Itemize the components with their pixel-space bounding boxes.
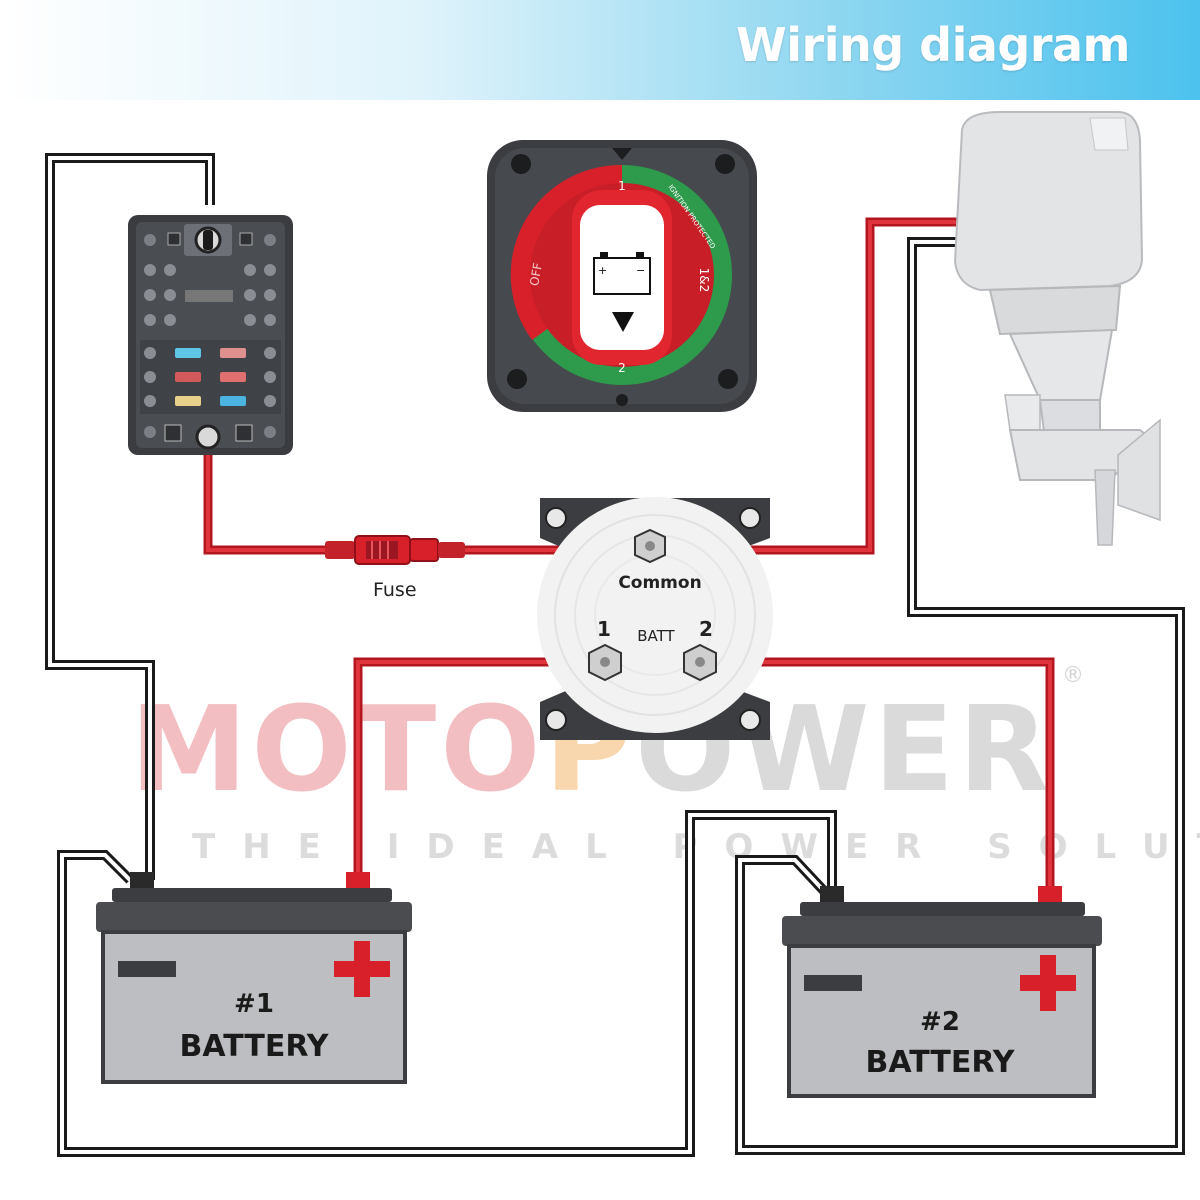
terminal-2-label: 2	[699, 617, 713, 641]
dial-pos-1: 1	[618, 179, 626, 193]
common-label: Common	[618, 573, 701, 593]
diagram-title: Wiring diagram	[736, 18, 1130, 72]
terminal-1-label: 1	[597, 617, 611, 641]
dial-pos-off: OFF	[527, 262, 545, 287]
svg-text:−: −	[636, 264, 645, 277]
battery1-minus-icon	[118, 961, 176, 977]
negative-wire-battery1-to-battery2	[57, 810, 837, 1157]
negative-wire-fusebox-to-battery1	[45, 153, 215, 880]
positive-wire-fusebox-to-fuse	[203, 455, 330, 555]
negative-wires	[45, 153, 1185, 1157]
inline-fuse: Fuse	[325, 535, 465, 601]
battery2-label: BATTERY	[865, 1045, 1015, 1080]
fuse-box	[128, 215, 293, 455]
battery-selector-dial: + − 1 2 1&2 OFF IGNITION PROTECTED	[487, 140, 757, 412]
positive-wire-common-to-motor	[650, 217, 960, 555]
dial-pos-2: 2	[618, 361, 626, 375]
dial-pos-both: 1&2	[697, 268, 711, 293]
positive-wires	[203, 217, 1055, 892]
outboard-motor	[953, 111, 1161, 546]
svg-text:+: +	[598, 264, 607, 277]
battery2-number: #2	[920, 1007, 960, 1037]
batt-label: BATT	[637, 627, 675, 645]
battery1-number: #1	[234, 989, 274, 1019]
battery-1: #1 BATTERY	[96, 872, 412, 1084]
positive-wire-batt1-to-battery1	[353, 657, 605, 880]
fuse-label: Fuse	[373, 579, 417, 601]
watermark-registered: ®	[1062, 663, 1084, 688]
battery1-label: BATTERY	[179, 1029, 329, 1064]
watermark-brand-part1: MOTO	[130, 680, 545, 818]
header-band	[0, 0, 1200, 100]
battery-switch: Common 1 2 BATT	[537, 497, 773, 740]
negative-wire-battery2-to-motor	[735, 237, 1185, 1155]
battery2-minus-icon	[804, 975, 862, 991]
battery-2: #2 BATTERY	[782, 886, 1102, 1098]
positive-wire-batt2-to-battery2	[700, 657, 1055, 892]
